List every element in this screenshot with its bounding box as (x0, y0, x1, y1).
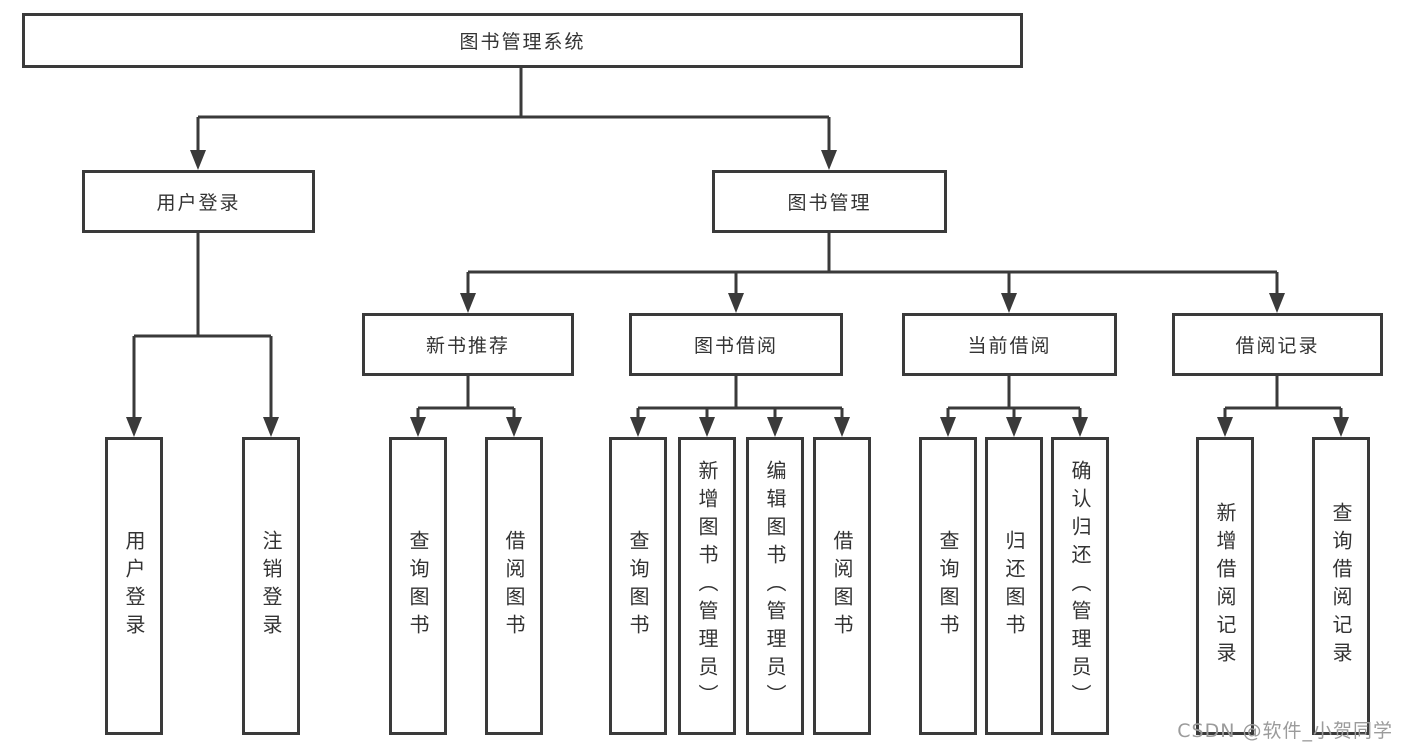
leaf-add-borrow-record: 新增借阅记录 (1196, 437, 1254, 735)
node-borrow-records: 借阅记录 (1172, 313, 1383, 376)
leaf-query-borrow-record: 查询借阅记录 (1312, 437, 1370, 735)
leaf-query-borrow-record-label: 查询借阅记录 (1329, 502, 1353, 670)
arrowheads (126, 150, 1349, 437)
node-user-login: 用户登录 (82, 170, 315, 233)
leaf-logout-label: 注销登录 (259, 530, 283, 642)
node-borrow-records-label: 借阅记录 (1235, 335, 1320, 357)
leaf-logout: 注销登录 (242, 437, 300, 735)
leaf-query-books-recommend-label: 查询图书 (406, 530, 430, 642)
leaf-return-book-label: 归还图书 (1002, 530, 1026, 642)
leaf-borrow-books-recommend: 借阅图书 (485, 437, 543, 735)
leaf-confirm-return-admin-label: 确认归还（管理员） (1068, 460, 1092, 712)
node-current-borrow-label: 当前借阅 (967, 335, 1052, 357)
node-user-login-label: 用户登录 (156, 192, 241, 214)
node-book-mgmt-label: 图书管理 (787, 192, 872, 214)
leaf-query-books-current: 查询图书 (919, 437, 977, 735)
leaf-add-book-admin-label: 新增图书（管理员） (695, 460, 719, 712)
leaf-return-book: 归还图书 (985, 437, 1043, 735)
leaf-borrow-books-label: 借阅图书 (830, 530, 854, 642)
leaf-add-borrow-record-label: 新增借阅记录 (1213, 502, 1237, 670)
node-new-book-recommend: 新书推荐 (362, 313, 574, 376)
node-new-book-recommend-label: 新书推荐 (425, 335, 510, 357)
node-root-label: 图书管理系统 (459, 31, 586, 53)
leaf-edit-book-admin-label: 编辑图书（管理员） (763, 460, 787, 712)
leaf-query-books-borrow-label: 查询图书 (626, 530, 650, 642)
node-current-borrow: 当前借阅 (902, 313, 1117, 376)
leaf-confirm-return-admin: 确认归还（管理员） (1051, 437, 1109, 735)
node-root: 图书管理系统 (22, 13, 1023, 68)
connector-shafts (132, 68, 1343, 420)
leaf-borrow-books: 借阅图书 (813, 437, 871, 735)
leaf-query-books-borrow: 查询图书 (609, 437, 667, 735)
node-book-borrow: 图书借阅 (629, 313, 843, 376)
node-book-mgmt: 图书管理 (712, 170, 947, 233)
leaf-edit-book-admin: 编辑图书（管理员） (746, 437, 804, 735)
node-book-borrow-label: 图书借阅 (693, 335, 778, 357)
leaf-borrow-books-recommend-label: 借阅图书 (502, 530, 526, 642)
leaf-query-books-current-label: 查询图书 (936, 530, 960, 642)
leaf-user-login-label: 用户登录 (122, 530, 146, 642)
watermark: CSDN @软件_小贺同学 (1177, 720, 1393, 742)
leaf-add-book-admin: 新增图书（管理员） (678, 437, 736, 735)
leaf-user-login: 用户登录 (105, 437, 163, 735)
leaf-query-books-recommend: 查询图书 (389, 437, 447, 735)
